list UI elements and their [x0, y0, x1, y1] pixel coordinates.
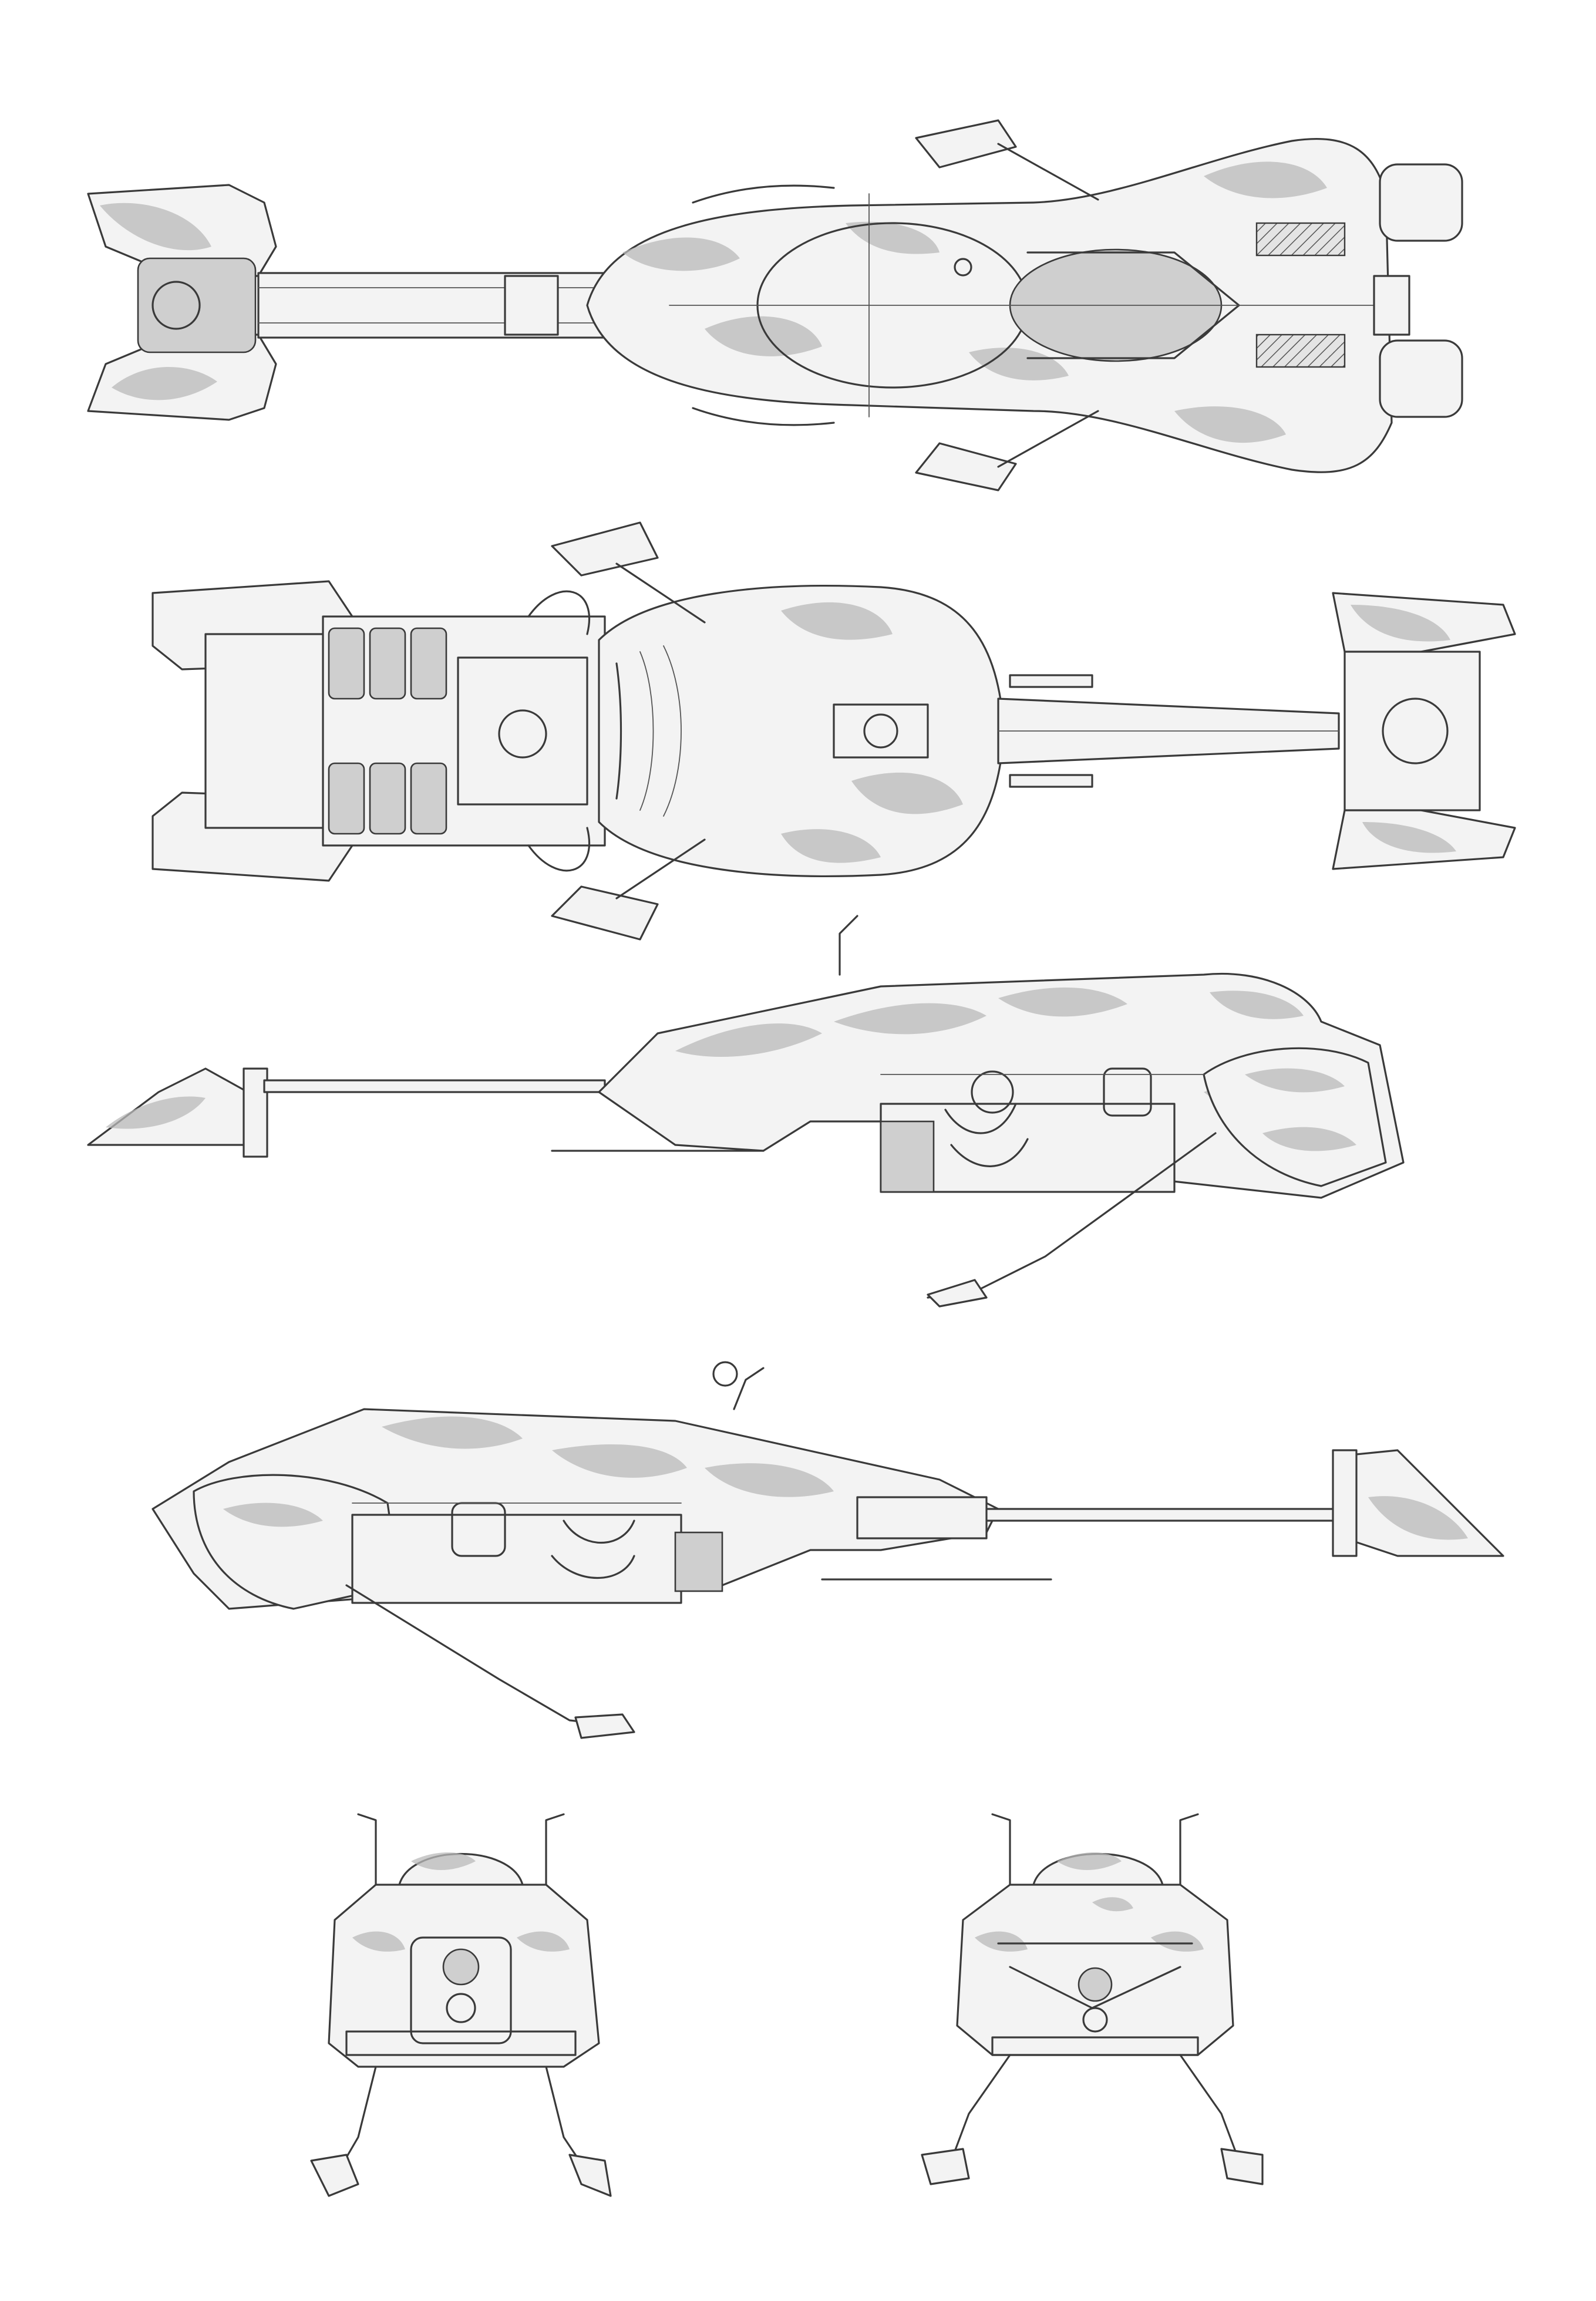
top-view-boom: [257, 272, 676, 339]
top-view-rear-fins: [87, 184, 277, 421]
top-view-engine-pods: [1373, 163, 1463, 418]
bottom-view-foot-pedals: [551, 521, 706, 941]
side-view-left-rear-fin: [1332, 1449, 1504, 1557]
top-view: [87, 119, 1463, 491]
top-view-vent-upper: [1255, 222, 1346, 257]
side-view-right-rear-fin: [87, 1067, 268, 1158]
bottom-view-boom: [997, 674, 1340, 788]
top-view-main-body: [586, 138, 1393, 473]
side-view-left: [151, 1361, 1504, 1739]
bottom-view: [151, 521, 1516, 941]
bottom-view-rear-fins: [1332, 592, 1516, 870]
side-view-left-boom: [968, 1508, 1352, 1522]
side-view-left-hull: [151, 1408, 999, 1610]
side-view-right-handlebar: [839, 915, 858, 976]
top-view-foot-pedals: [692, 119, 1099, 491]
top-view-vent-lower: [1255, 333, 1346, 368]
side-view-right-boom: [263, 1079, 606, 1093]
rear-view: [921, 1813, 1264, 2185]
side-view-right: [87, 915, 1405, 1308]
bottom-view-hull: [598, 585, 1005, 877]
side-view-left-handlebar: [733, 1367, 765, 1410]
bottom-view-engine-internals: [322, 590, 606, 872]
front-view: [310, 1813, 612, 2197]
